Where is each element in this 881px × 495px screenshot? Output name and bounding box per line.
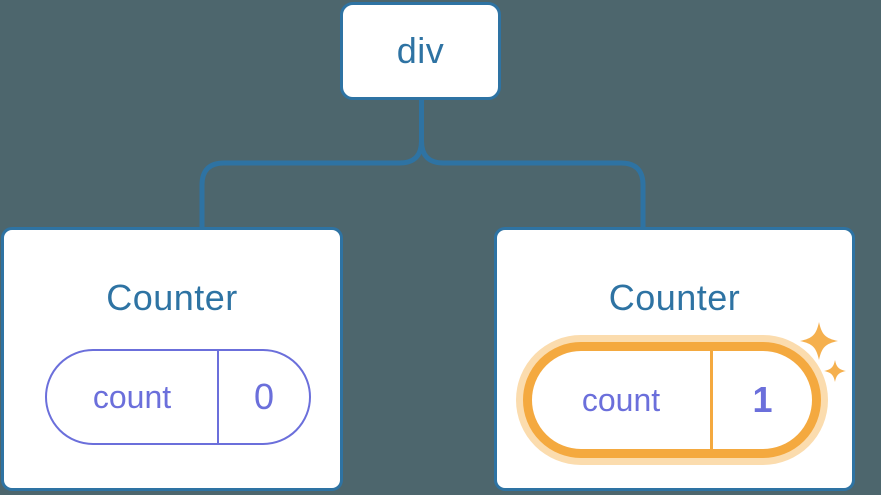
state-pill: count 0 (45, 349, 311, 445)
card-title: Counter (106, 277, 238, 318)
state-value: 1 (752, 379, 773, 420)
state-key: count (532, 351, 713, 449)
root-node-div: div (340, 2, 501, 100)
state-pill-highlighted: count 1 (523, 342, 821, 458)
state-value: 0 (253, 376, 275, 417)
sparkles-icon (800, 322, 846, 382)
card-title: Counter (608, 277, 741, 318)
counter-card-left: Counter count 0 (1, 227, 343, 491)
counter-card-right: Counter count 1 (494, 227, 855, 491)
state-key: count (47, 351, 219, 443)
root-node-label: div (396, 30, 445, 71)
